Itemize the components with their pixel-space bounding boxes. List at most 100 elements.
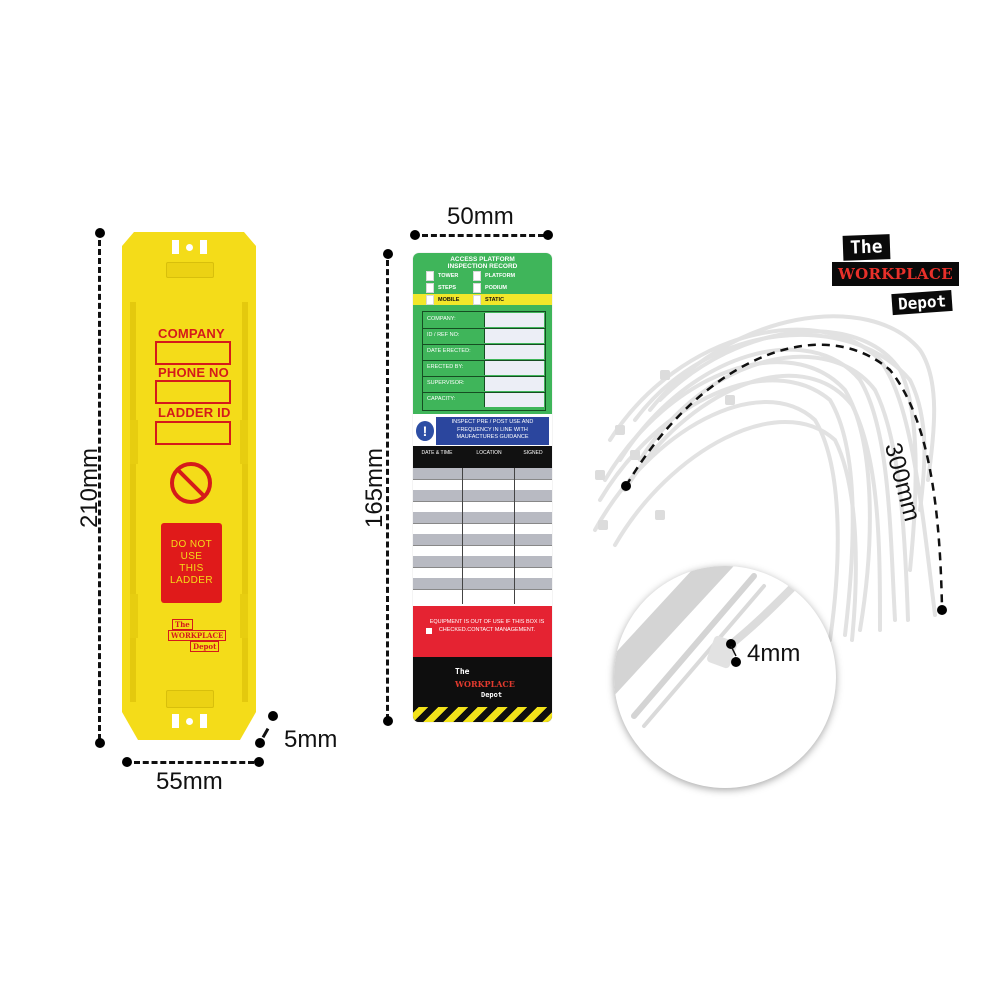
detail-value-field[interactable] — [484, 345, 544, 359]
tag-rail — [242, 302, 248, 702]
detail-value-field[interactable] — [484, 329, 544, 343]
height-label: 210mm — [76, 447, 104, 529]
hanging-slot — [172, 240, 179, 254]
detail-value-field[interactable] — [484, 377, 544, 391]
dimension-endpoint — [95, 738, 105, 748]
detail-value-field[interactable] — [484, 313, 544, 327]
detail-label: DATE ERECTED: — [427, 348, 471, 354]
column-header-date: DATE & TIME — [421, 450, 453, 456]
log-header: DATE & TIME LOCATION SIGNED — [413, 446, 552, 468]
hanging-hole — [186, 244, 193, 251]
inspection-log-table: DATE & TIME LOCATION SIGNED — [413, 446, 552, 605]
width-label: 50mm — [447, 203, 514, 230]
log-row[interactable] — [413, 567, 552, 579]
log-row[interactable] — [413, 534, 552, 545]
log-row[interactable] — [413, 468, 552, 479]
tie-closeup — [614, 566, 798, 728]
log-row[interactable] — [413, 556, 552, 567]
dimension-endpoint — [383, 249, 393, 259]
logo-workplace: WORKPLACE — [168, 630, 227, 641]
width-label: 55mm — [156, 768, 223, 795]
out-of-use-text: EQUIPMENT IS OUT OF USE IF THIS BOX IS C… — [429, 619, 545, 633]
logo-depot: Depot — [481, 691, 503, 699]
column-header-signed: SIGNED — [523, 450, 543, 456]
column-divider — [462, 468, 463, 604]
type-label: PLATFORM — [485, 273, 516, 279]
do-not-use-warning: DO NOT USE THIS LADDER — [161, 523, 222, 603]
out-of-use-checkbox[interactable] — [426, 628, 432, 634]
phone-label: PHONE NO — [158, 365, 229, 380]
hanging-slot — [200, 714, 207, 728]
detail-row: CAPACITY: — [423, 392, 545, 409]
company-field — [155, 341, 231, 365]
checkbox-podium[interactable] — [473, 283, 481, 293]
logo-the: The — [842, 234, 890, 261]
warning-line: USE — [180, 551, 203, 562]
type-label: TOWER — [438, 273, 459, 279]
tag-notch — [240, 420, 248, 464]
height-label: 165mm — [361, 447, 389, 529]
detail-value-field[interactable] — [484, 393, 544, 407]
type-label: STATIC — [485, 297, 505, 303]
dimension-line — [386, 260, 389, 720]
logo-workplace: WORKPLACE — [832, 262, 959, 286]
checkbox-platform[interactable] — [473, 271, 481, 281]
logo-workplace: WORKPLACE — [455, 679, 515, 689]
warning-line: DO NOT — [170, 539, 213, 550]
dimension-endpoint — [122, 757, 132, 767]
card-title-line: ACCESS PLATFORM — [450, 256, 515, 263]
log-row[interactable] — [413, 523, 552, 535]
detail-label: ID / REF NO: — [427, 332, 460, 338]
detail-value-field[interactable] — [484, 361, 544, 375]
tag-notch — [130, 420, 138, 464]
phone-field — [155, 380, 231, 404]
warning-line: LADDER — [170, 575, 213, 586]
dimension-line — [134, 761, 254, 764]
hanging-slot — [200, 240, 207, 254]
details-table: COMPANY: ID / REF NO: DATE ERECTED: EREC… — [422, 311, 546, 411]
tag-notch — [130, 594, 138, 638]
dimension-line — [261, 727, 270, 739]
log-row[interactable] — [413, 545, 552, 557]
log-row[interactable] — [413, 501, 552, 513]
ladder-tag: COMPANY PHONE NO LADDER ID DO NOT USE TH… — [122, 232, 256, 740]
log-row[interactable] — [413, 512, 552, 523]
checkbox-mobile[interactable] — [426, 295, 434, 305]
exclamation-icon: ! — [416, 421, 434, 441]
insert-clip-bottom — [166, 690, 214, 708]
checkbox-tower[interactable] — [426, 271, 434, 281]
dimension-endpoint — [937, 605, 947, 615]
log-row[interactable] — [413, 490, 552, 501]
dimension-endpoint — [255, 738, 265, 748]
hanging-slot — [172, 714, 179, 728]
type-label: MOBILE — [438, 297, 460, 303]
dimension-endpoint — [383, 716, 393, 726]
logo-the: The — [455, 667, 470, 676]
logo-the: The — [172, 619, 193, 630]
log-row[interactable] — [413, 578, 552, 589]
dimension-endpoint — [254, 757, 264, 767]
checkbox-static[interactable] — [473, 295, 481, 305]
dimension-line — [422, 234, 544, 237]
width-label: 4mm — [747, 640, 801, 667]
type-label: STEPS — [438, 285, 457, 291]
card-header-section: ACCESS PLATFORM INSPECTION RECORD TOWER … — [413, 253, 552, 414]
log-row[interactable] — [413, 479, 552, 491]
ladder-id-field — [155, 421, 231, 445]
type-label: PODIUM — [485, 285, 507, 291]
log-row[interactable] — [413, 589, 552, 605]
checkbox-steps[interactable] — [426, 283, 434, 293]
cable-ties-bundle — [593, 314, 947, 642]
dimension-endpoint — [410, 230, 420, 240]
detail-label: CAPACITY: — [427, 396, 456, 402]
hazard-stripe — [413, 707, 552, 722]
detail-label: SUPERVISOR: — [427, 380, 465, 386]
dimension-endpoint — [543, 230, 553, 240]
detail-label: COMPANY: — [427, 316, 456, 322]
out-of-use-section: EQUIPMENT IS OUT OF USE IF THIS BOX IS C… — [413, 606, 552, 657]
dimension-endpoint — [95, 228, 105, 238]
depth-label: 5mm — [284, 726, 338, 753]
detail-row: COMPANY: — [423, 312, 545, 329]
detail-label: ERECTED BY: — [427, 364, 464, 370]
insert-clip-top — [166, 262, 214, 278]
